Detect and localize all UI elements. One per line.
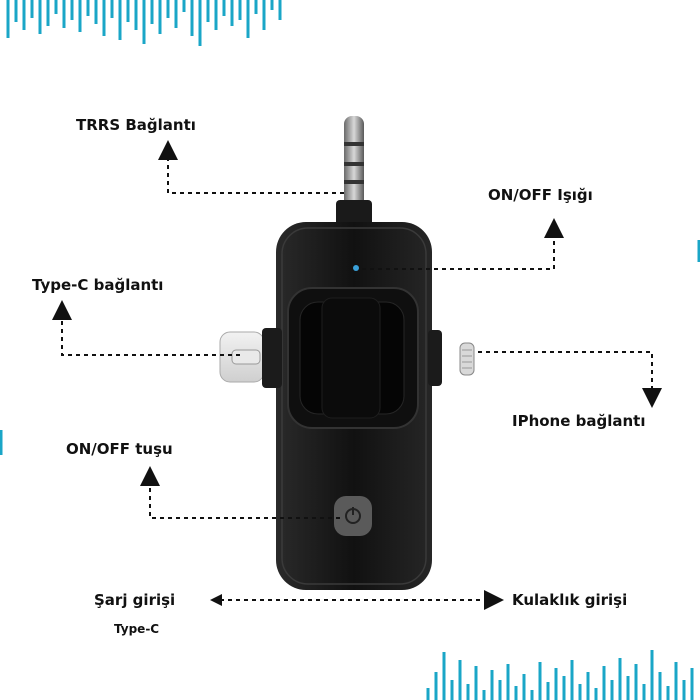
label-headphone-input: Kulaklık girişi [512, 591, 628, 609]
power-button [334, 496, 372, 536]
label-charge-type: Type-C [114, 622, 160, 636]
wave-decoration-bottom [426, 650, 694, 700]
label-onoff-button: ON/OFF tuşu [66, 440, 173, 458]
led-indicator [353, 265, 359, 271]
label-onoff-light: ON/OFF Işığı [488, 186, 593, 204]
trrs-plug [336, 116, 372, 230]
label-typec-connection: Type-C bağlantı [32, 276, 164, 294]
rotating-head [287, 287, 419, 429]
label-trrs: TRRS Bağlantı [76, 116, 196, 134]
type-c-plug [219, 328, 282, 388]
lightning-connector [428, 330, 475, 386]
callout-lines [52, 140, 662, 610]
label-charge-input: Şarj girişi [94, 591, 176, 609]
label-iphone-connection: IPhone bağlantı [512, 412, 646, 430]
wave-decoration-top [6, 0, 282, 46]
arrow-left-head [210, 594, 222, 606]
